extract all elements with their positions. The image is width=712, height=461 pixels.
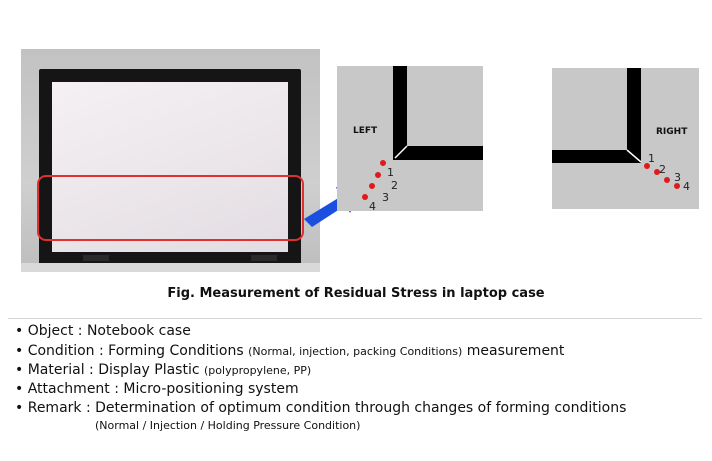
left-point-1: 1 (387, 166, 394, 179)
bullet-object: • Object : Notebook case (15, 323, 191, 339)
left-point-4: 4 (369, 200, 376, 213)
right-point-4: 4 (683, 180, 690, 193)
right-point-3: 3 (674, 171, 681, 184)
bullet-material: • Material : Display Plastic (polypropyl… (15, 362, 312, 378)
laptop-case-photo (21, 49, 320, 272)
display-opening (52, 82, 288, 252)
remark-detail: (Normal / Injection / Holding Pressure C… (95, 419, 361, 432)
left-point-2: 2 (391, 179, 398, 192)
right-label: RIGHT (656, 127, 688, 137)
right-corner-diagram: RIGHT 1 2 3 4 (552, 68, 699, 209)
bullet-attachment: • Attachment : Micro-positioning system (15, 381, 299, 397)
figure-caption: Fig. Measurement of Residual Stress in l… (167, 286, 545, 301)
left-label: LEFT (353, 126, 378, 136)
right-point-1: 1 (648, 152, 655, 165)
left-point-3: 3 (382, 191, 389, 204)
measurement-region-highlight (37, 175, 304, 241)
left-corner-diagram: LEFT 1 2 3 4 (337, 66, 483, 213)
bullet-condition: • Condition : Forming Conditions (Normal… (15, 343, 565, 359)
divider (8, 318, 702, 319)
bullet-remark: • Remark : Determination of optimum cond… (15, 400, 627, 416)
right-point-2: 2 (659, 163, 666, 176)
